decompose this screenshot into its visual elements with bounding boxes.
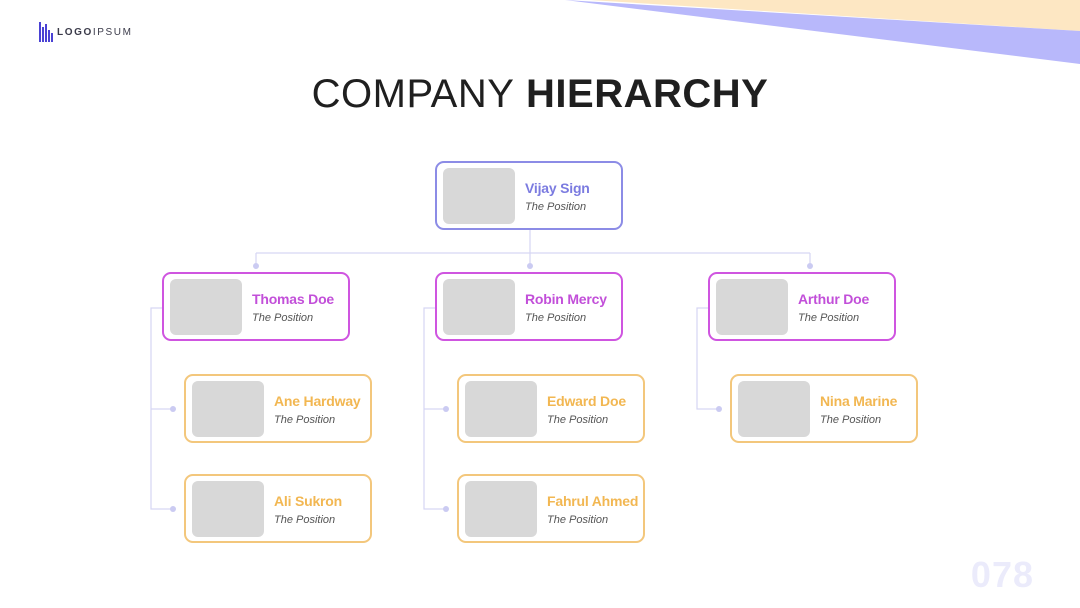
node-report-2-1: Edward Doe The Position [457, 374, 645, 443]
node-manager-2: Robin Mercy The Position [435, 272, 623, 341]
node-report-1-2: Ali Sukron The Position [184, 474, 372, 543]
page-title: COMPANY HIERARCHY [0, 72, 1080, 117]
node-position: The Position [547, 514, 609, 526]
corner-shape-violet [565, 0, 1080, 64]
node-name: Nina Marine [820, 393, 898, 409]
photo-placeholder [443, 168, 515, 224]
connector-dot [527, 263, 533, 269]
node-position: The Position [820, 414, 882, 426]
connector-dot [443, 506, 449, 512]
node-report-1-1: Ane Hardway The Position [184, 374, 372, 443]
node-name: Ane Hardway [274, 393, 361, 409]
node-position: The Position [252, 312, 314, 324]
photo-placeholder [716, 279, 788, 335]
node-name: Vijay Sign [525, 180, 590, 196]
connector-arthur-group [696, 307, 719, 410]
connector-dot [170, 506, 176, 512]
corner-shape-warm [590, 0, 1080, 31]
connector-dot [170, 406, 176, 412]
page-number: 078 [970, 554, 1034, 595]
logo: LOGOIPSUM [39, 22, 133, 42]
connector-dot [807, 263, 813, 269]
photo-placeholder [738, 381, 810, 437]
node-manager-1: Thomas Doe The Position [162, 272, 350, 341]
node-position: The Position [525, 312, 587, 324]
photo-placeholder [192, 381, 264, 437]
photo-placeholder [465, 481, 537, 537]
photo-placeholder [443, 279, 515, 335]
node-name: Edward Doe [547, 393, 626, 409]
logo-text: LOGOIPSUM [57, 27, 133, 38]
title-part-1: COMPANY [311, 72, 515, 116]
node-name: Ali Sukron [274, 493, 343, 509]
photo-placeholder [192, 481, 264, 537]
node-report-3-1: Nina Marine The Position [730, 374, 918, 443]
node-name: Fahrul Ahmed [547, 493, 639, 509]
node-ceo: Vijay Sign The Position [435, 161, 623, 230]
connector-dot [443, 406, 449, 412]
node-position: The Position [274, 514, 336, 526]
node-report-2-2: Fahrul Ahmed The Position [457, 474, 645, 543]
node-name: Robin Mercy [525, 291, 607, 307]
node-position: The Position [798, 312, 860, 324]
photo-placeholder [170, 279, 242, 335]
node-position: The Position [547, 414, 609, 426]
logo-text-bold: LOGO [57, 26, 93, 38]
node-name: Arthur Doe [798, 291, 870, 307]
title-part-2: HIERARCHY [526, 72, 769, 116]
logo-bars-icon [39, 22, 53, 42]
logo-text-light: IPSUM [92, 26, 133, 38]
connector-dot [716, 406, 722, 412]
node-manager-3: Arthur Doe The Position [708, 272, 896, 341]
connector-dot [253, 263, 259, 269]
node-name: Thomas Doe [252, 291, 335, 307]
node-position: The Position [274, 414, 336, 426]
node-position: The Position [525, 201, 587, 213]
photo-placeholder [465, 381, 537, 437]
